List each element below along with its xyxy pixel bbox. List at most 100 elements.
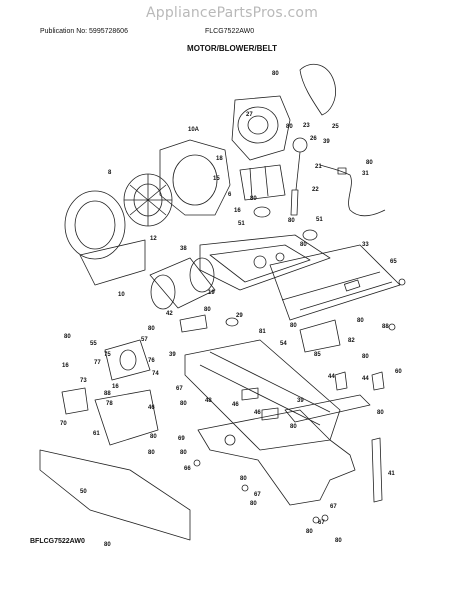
igniter-bracket [61, 387, 89, 415]
part-label: 29 [236, 313, 243, 319]
front-panel-section [39, 449, 191, 541]
part-label: 80 [286, 124, 293, 130]
bracket-46a [241, 387, 259, 401]
part-label: 80 [272, 71, 279, 77]
part-label: 80 [290, 424, 297, 430]
screw-67b [321, 514, 329, 522]
idler-pulley [290, 137, 308, 216]
part-label: 80 [250, 501, 257, 507]
part-label: 70 [60, 421, 67, 427]
part-label: 75 [104, 352, 111, 358]
part-label: 67 [254, 492, 261, 498]
bushing-51b [302, 229, 318, 241]
part-label: 80 [288, 218, 295, 224]
part-label: 73 [80, 378, 87, 384]
blower-wheel [123, 173, 173, 227]
base-frame [184, 339, 371, 451]
publication-number: Publication No: 5995728606 [40, 28, 128, 35]
part-label: 80 [290, 323, 297, 329]
screw-88b [312, 516, 320, 524]
part-label: 78 [106, 401, 113, 407]
part-label: 16 [234, 208, 241, 214]
screw-65 [398, 278, 406, 286]
part-label: 16 [62, 363, 69, 369]
part-label: 22 [312, 187, 319, 193]
part-label: 88 [382, 324, 389, 330]
part-label: 80 [148, 326, 155, 332]
part-label: 51 [316, 217, 323, 223]
part-label: 27 [246, 112, 253, 118]
part-label: 51 [238, 221, 245, 227]
valve-assembly [94, 339, 159, 446]
part-label: 15 [213, 176, 220, 182]
motor-bracket [299, 319, 341, 353]
part-label: 8 [108, 170, 112, 176]
part-label: 12 [150, 236, 157, 242]
part-label: 66 [184, 466, 191, 472]
watermark-text: AppliancePartsPros.com [145, 5, 319, 21]
part-callouts: 80 25 27 10A 80 23 26 39 21 80 31 18 15 … [60, 71, 402, 548]
part-label: 57 [141, 337, 148, 343]
part-label: 33 [362, 242, 369, 248]
part-label: 6 [228, 192, 232, 198]
part-label: 77 [94, 360, 101, 366]
part-label: 19 [208, 290, 215, 296]
part-label: 67 [330, 504, 337, 510]
diagram-title: MOTOR/BLOWER/BELT [187, 44, 277, 53]
part-label: 80 [204, 307, 211, 313]
part-label: 65 [390, 259, 397, 265]
part-label: 80 [180, 450, 187, 456]
part-label: 80 [104, 542, 111, 548]
part-label: 85 [314, 352, 321, 358]
part-label: 46 [232, 402, 239, 408]
part-label: 46 [254, 410, 261, 416]
part-label: 80 [377, 410, 384, 416]
part-label: 18 [216, 156, 223, 162]
part-label: 67 [318, 520, 325, 526]
side-bracket [371, 437, 383, 503]
part-label: 81 [259, 329, 266, 335]
blower-cover [64, 190, 146, 286]
bushing-51 [253, 206, 271, 218]
part-label: 80 [362, 354, 369, 360]
part-label: 67 [176, 386, 183, 392]
part-label: 46 [148, 405, 155, 411]
part-label: 69 [178, 436, 185, 442]
screw-88 [388, 323, 396, 331]
part-label: 80 [300, 242, 307, 248]
part-label: 25 [332, 124, 339, 130]
part-label: 31 [362, 171, 369, 177]
part-label: 39 [169, 352, 176, 358]
drive-motor [231, 95, 291, 201]
part-label: 23 [303, 123, 310, 129]
part-label: 80 [366, 160, 373, 166]
drive-belt [299, 63, 337, 116]
part-label: 54 [280, 341, 287, 347]
bushing-30 [225, 317, 239, 327]
part-label: 82 [348, 338, 355, 344]
part-label: 21 [315, 164, 322, 170]
part-label: 88 [104, 391, 111, 397]
base-tray [199, 234, 331, 291]
part-label: 60 [395, 369, 402, 375]
part-label: 80 [64, 334, 71, 340]
part-label: 39 [323, 139, 330, 145]
part-label: 50 [80, 489, 87, 495]
part-label: 80 [180, 401, 187, 407]
blower-housing [159, 139, 231, 216]
part-label: 74 [152, 371, 159, 377]
part-label: 80 [150, 434, 157, 440]
part-label: 55 [90, 341, 97, 347]
model-number: FLCG7522AW0 [205, 28, 255, 35]
part-label: 48 [205, 398, 212, 404]
part-label: 10 [118, 292, 125, 298]
part-label: 80 [250, 196, 257, 202]
part-label: 80 [335, 538, 342, 544]
part-label: 42 [166, 311, 173, 317]
part-label: 39 [297, 398, 304, 404]
part-label: 41 [388, 471, 395, 477]
part-label: 80 [240, 476, 247, 482]
screw-66 [193, 459, 201, 467]
diagram-code: BFLCG7522AW0 [30, 538, 85, 545]
